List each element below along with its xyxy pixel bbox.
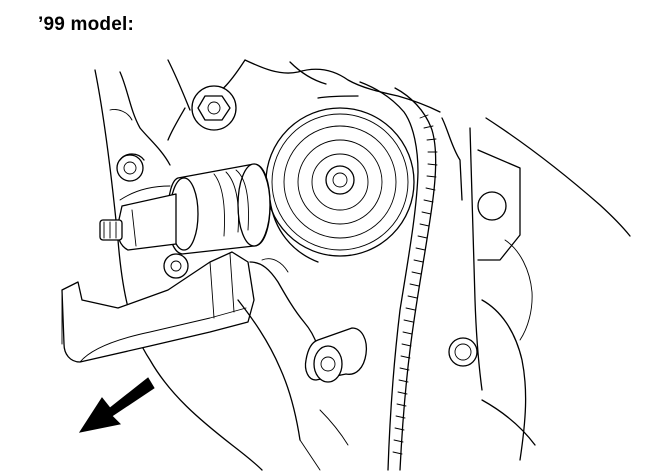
- tensioner-bolt-bottom: [163, 253, 189, 279]
- tensioner-assembly: [99, 163, 271, 255]
- arrow-down-left-icon: [78, 377, 155, 433]
- pin-component: [304, 327, 368, 383]
- timing-belt: [317, 81, 438, 471]
- page-heading: ’99 model:: [38, 14, 134, 35]
- holder-tool-bracket: [61, 251, 255, 363]
- tensioner-bolt-top: [116, 153, 145, 182]
- tensioner-pulley: [265, 107, 415, 263]
- upper-bolt: [191, 85, 237, 131]
